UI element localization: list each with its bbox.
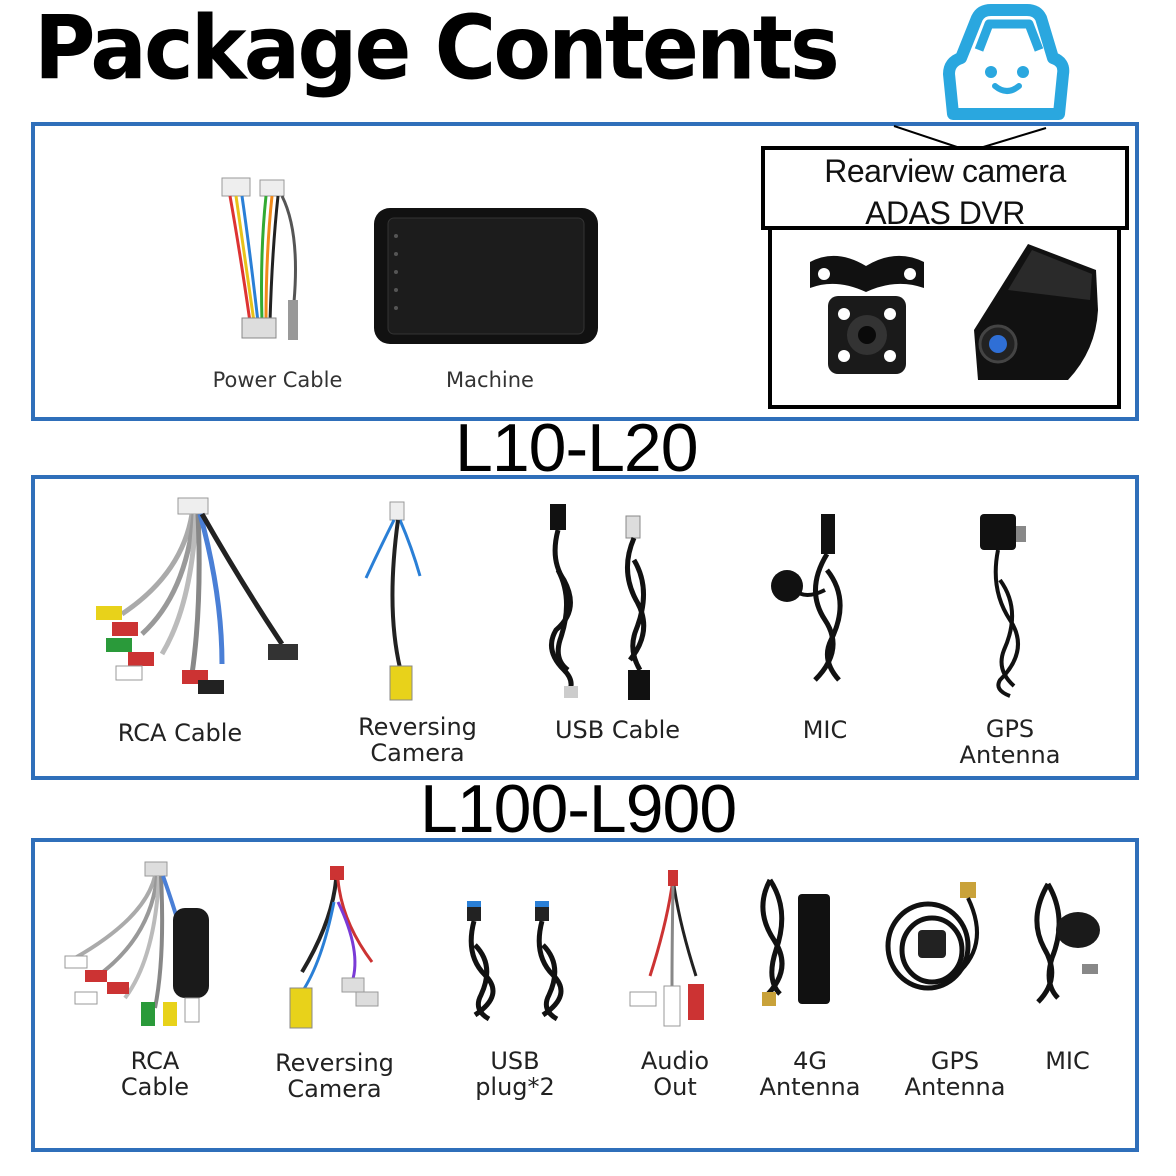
gps-antenna-image-2 — [885, 882, 979, 991]
reversing-camera-label: Reversing Camera — [358, 713, 477, 767]
page-title: Package Contents — [34, 0, 840, 100]
gps-antenna-label-2: GPS Antenna — [904, 1047, 1006, 1101]
camera-title-line2: ADAS DVR — [865, 195, 1025, 231]
reversing-camera-label-2: Reversing Camera — [275, 1049, 394, 1103]
machine-label: Machine — [446, 368, 534, 392]
usb-plug-label: USB plug*2 — [475, 1047, 555, 1101]
series-label-l10-l20: L10-L20 — [455, 410, 699, 486]
connector-lines — [893, 125, 1047, 149]
reversing-camera-cable-image-2 — [289, 866, 379, 1029]
rca-cable-label-2: RCA Cable — [120, 1047, 190, 1101]
rearview-camera-image — [810, 255, 924, 374]
mic-label-2: MIC — [1045, 1047, 1090, 1075]
audio-out-label: Audio Out — [640, 1047, 710, 1101]
bottom-package-panel — [31, 838, 1139, 1152]
4g-antenna-image — [760, 878, 830, 1006]
reversing-camera-cable-image — [364, 501, 422, 701]
camera-title-line1: Rearview camera — [824, 153, 1066, 189]
series-label-l100-l900: L100-L900 — [420, 771, 737, 847]
gps-antenna-image — [980, 514, 1026, 698]
middle-package-panel — [31, 475, 1139, 780]
mic-label: MIC — [802, 716, 848, 744]
car-face-icon — [943, 4, 1070, 120]
mic-image — [771, 514, 843, 682]
rca-cable-label: RCA Cable — [117, 719, 243, 747]
usb-plug-image — [467, 901, 564, 1022]
mic-image-2 — [1034, 882, 1100, 1004]
usb-cable-label: USB Cable — [554, 716, 681, 744]
gps-antenna-label: GPS Antenna — [959, 715, 1061, 769]
power-cable-label: Power Cable — [212, 368, 343, 392]
4g-antenna-label: 4G Antenna — [759, 1047, 861, 1101]
adas-dvr-image — [974, 244, 1098, 380]
usb-cable-image — [549, 504, 650, 700]
power-cable-image — [221, 177, 298, 340]
camera-title-box: Rearview camera ADAS DVR — [761, 146, 1129, 231]
rca-cable-image-2 — [64, 861, 209, 1026]
machine-image — [374, 208, 598, 344]
rca-cable-image — [96, 497, 298, 694]
audio-out-image — [629, 870, 704, 1027]
